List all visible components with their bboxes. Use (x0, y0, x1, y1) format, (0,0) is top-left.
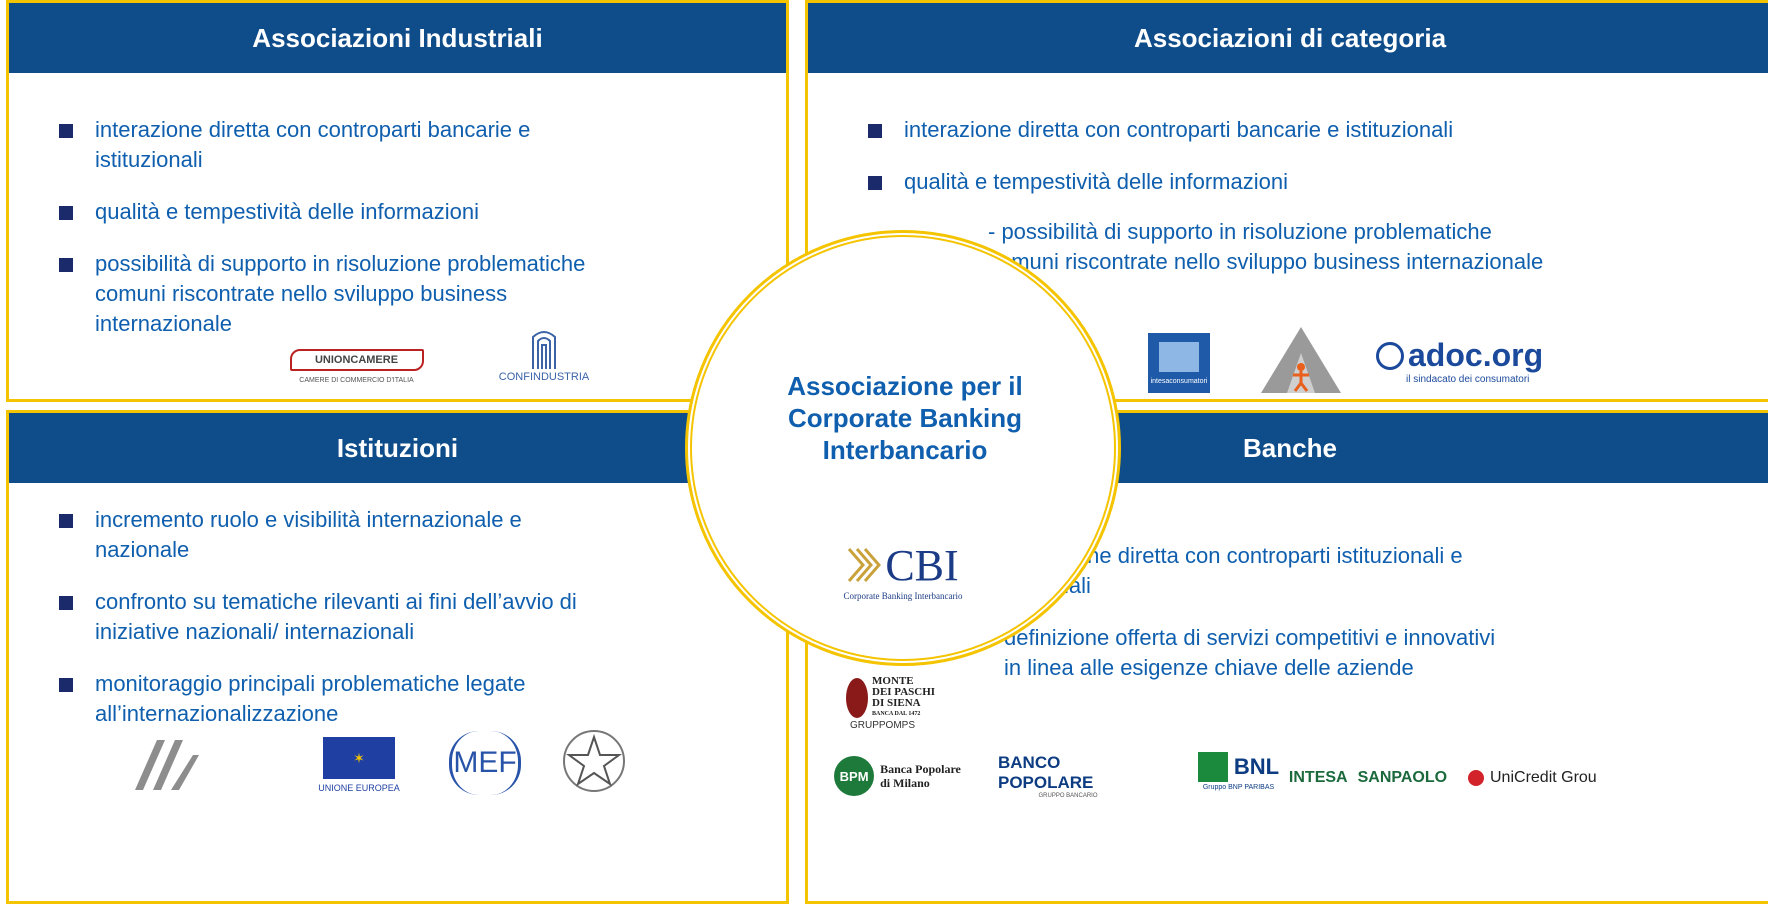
cbi-subtitle: Corporate Banking Interbancario (843, 590, 963, 601)
stripes-emblem-icon (135, 740, 199, 790)
list-item: possibilità di supporto in risoluzione p… (59, 249, 645, 339)
banco-popolare-logo: BANCO POPOLARE GRUPPO BANCARIO (998, 753, 1138, 799)
unicredit-icon (1468, 770, 1484, 786)
confindustria-emblem-icon (532, 331, 556, 369)
intesa-wordmark: INTESA (1288, 769, 1348, 786)
unioncamere-logo: UNIONCAMERE CAMERE DI COMMERCIO D'ITALIA (284, 341, 429, 391)
bnl-wordmark: BNL (1233, 753, 1280, 779)
intesa-consumatori-wordmark: intesaconsumatori (1150, 377, 1208, 385)
bpm-line: Banca Popolare (880, 762, 961, 776)
unicredit-wordmark: UniCredit Grou (1490, 769, 1597, 786)
mps-group-wordmark: GRUPPOMPS (850, 719, 916, 731)
bnl-logo: BNL Gruppo BNP PARIBAS (1191, 743, 1286, 799)
cbi-logo: CBI Corporate Banking Interbancario (818, 536, 988, 604)
list-item: confronto su tematiche rilevanti ai fini… (59, 587, 645, 647)
list-item: qualità e tempestività delle informazion… (868, 167, 1628, 197)
bpm-line: di Milano (880, 776, 930, 790)
panel-title: Associazioni di categoria (808, 3, 1768, 73)
banco-popolare-subtitle: GRUPPO BANCARIO (1038, 793, 1098, 799)
star-emblem-icon (563, 730, 625, 792)
panel-istituzioni: Istituzioni incremento ruolo e visibilit… (6, 410, 789, 904)
panel-title: Istituzioni (9, 413, 786, 483)
intesa-sanpaolo-logo: INTESA SANPAOLO (1289, 761, 1447, 795)
consumer-association-logo (1253, 323, 1349, 395)
triangle-person-icon (1261, 327, 1341, 393)
intesa-consumatori-logo: intesaconsumatori (1148, 333, 1210, 393)
bullet-list: interazione diretta con controparti banc… (59, 115, 659, 361)
list-item: incremento ruolo e visibilità internazio… (59, 505, 575, 565)
adoc-subtitle: il sindacato dei consumatori (1406, 374, 1530, 385)
agency-logo (127, 735, 207, 795)
list-item: interazione diretta con controparti banc… (868, 115, 1628, 145)
italian-republic-emblem-logo (559, 723, 629, 799)
panel-associazioni-industriali: Associazioni Industriali interazione dir… (6, 0, 789, 402)
banco-popolare-wordmark: BANCO POPOLARE (998, 753, 1094, 792)
mps-logo: MONTE DEI PASCHI DI SIENA BANCA DAL 1472… (846, 665, 938, 741)
mef-logo: MEF (449, 731, 521, 795)
list-item: monitoraggio principali problematiche le… (59, 669, 595, 729)
bpm-mark: BPM (834, 756, 875, 796)
cbi-wordmark: CBI (885, 540, 959, 590)
panel-title: Associazioni Industriali (9, 3, 786, 73)
list-item: definizione offerta di servizi competiti… (968, 623, 1514, 683)
list-item: interazione diretta con controparti banc… (59, 115, 585, 175)
mps-line: DEI PASCHI (872, 685, 936, 698)
adoc-at-icon (1376, 341, 1404, 370)
intesa-consumatori-emblem-icon (1159, 341, 1199, 372)
mps-line: DI SIENA (872, 696, 921, 709)
center-title: Associazione per il Corporate Banking In… (787, 371, 1023, 465)
sanpaolo-wordmark: SANPAOLO (1357, 769, 1448, 786)
bullet-list: interazione diretta con controparti banc… (868, 115, 1628, 219)
bpm-logo: BPM Banca Popolare di Milano (830, 753, 965, 799)
unioncamere-wordmark: UNIONCAMERE (289, 348, 424, 371)
unioncamere-subtitle: CAMERE DI COMMERCIO D'ITALIA (299, 376, 414, 384)
confindustria-logo: CONFINDUSTRIA (499, 321, 589, 391)
center-circle-inner (690, 235, 1116, 661)
bnl-star-icon (1197, 751, 1228, 782)
mps-line: MONTE (872, 674, 914, 687)
bnl-subtitle: Gruppo BNP PARIBAS (1202, 783, 1275, 791)
unicredit-logo: UniCredit Grou (1468, 761, 1768, 795)
unione-europea-wordmark: UNIONE EUROPEA (318, 783, 400, 793)
eu-flag-icon: ✶ (323, 737, 395, 779)
bullet-list: incremento ruolo e visibilità internazio… (59, 505, 659, 751)
mps-emblem-icon (846, 677, 868, 718)
unione-europea-logo: ✶ UNIONE EUROPEA (314, 735, 404, 795)
list-item: qualità e tempestività delle informazion… (59, 197, 659, 227)
adoc-wordmark: adoc.org (1408, 337, 1544, 373)
adoc-logo: adoc.org il sindacato dei consumatori (1376, 333, 1546, 389)
mps-line: BANCA DAL 1472 (872, 710, 921, 717)
cbi-chevron-icon (848, 548, 882, 582)
confindustria-wordmark: CONFINDUSTRIA (498, 371, 590, 383)
dash-list-item: - possibilità di supporto in risoluzione… (988, 219, 1544, 274)
